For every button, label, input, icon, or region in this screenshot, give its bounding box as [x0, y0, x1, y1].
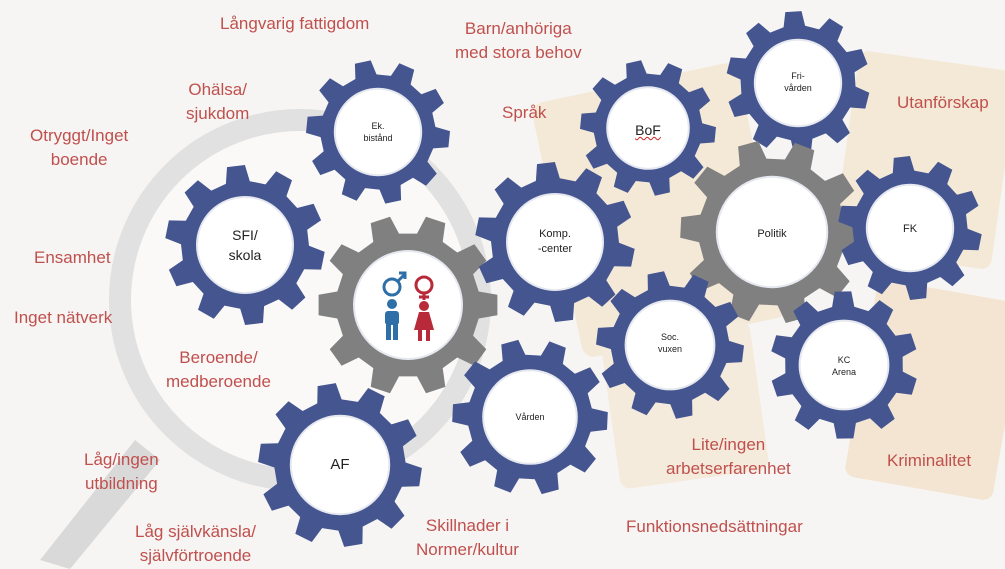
label-lag-sjalvkansla: Låg självkänsla/ självförtroende [135, 522, 256, 565]
gear-shape-bof-hub [606, 86, 690, 170]
gear-af: AF [330, 456, 350, 473]
label-otryggt: Otryggt/Inget boende [30, 126, 129, 169]
gear-shape-center [318, 216, 498, 394]
label-beroende: Beroende/ medberoende [166, 348, 271, 391]
gear-politik: Politik [757, 227, 787, 240]
gear-shape-af [258, 383, 422, 547]
gear-fk: FK [902, 222, 918, 235]
gear-bof: BoF [635, 122, 661, 138]
gear-shape-komp-center [475, 162, 635, 322]
gear-shape-varden-hub [482, 369, 578, 465]
gear-shape-varden [452, 339, 608, 495]
gear-shape-politik [680, 141, 864, 323]
gear-shape-soc-vuxen-hub [624, 299, 716, 391]
gear-shape-af-hub [289, 414, 391, 516]
label-lite-arbetserfarenhet: Lite/ingen arbetserfarenhet [666, 435, 791, 478]
label-funktionsnedsattningar: Funktionsnedsättningar [626, 517, 803, 536]
gear-shape-sfi-skola [165, 165, 325, 325]
gear-shape-soc-vuxen [596, 271, 744, 419]
male-female-symbols-icon [382, 271, 434, 341]
gear-shape-kc-arena-hub [798, 319, 890, 411]
label-ensamhet: Ensamhet [34, 248, 111, 267]
label-kriminalitet: Kriminalitet [887, 451, 972, 470]
gear-varden: Vården [515, 412, 545, 422]
label-barn-anhoriga: Barn/anhöriga med stora behov [455, 19, 582, 62]
label-lag-utbildning: Låg/ingen utbildning [84, 450, 159, 493]
label-utanforskap: Utanförskap [897, 93, 989, 112]
gear-shape-fk-hub [865, 183, 955, 273]
gear-frivarden: Fri- vården [784, 71, 812, 93]
gear-shape-fk [838, 156, 982, 300]
gear-shape-bof [580, 60, 716, 196]
gear-shape-kc-arena [771, 291, 917, 439]
gear-soc-vuxen: Soc. vuxen [657, 332, 683, 354]
gear-ek-bistand: Ek. bistånd [363, 121, 393, 143]
label-langvarig-fattigdom: Långvarig fattigdom [220, 14, 370, 33]
gear-shape-frivarden-hub [753, 38, 843, 128]
label-sprak: Språk [502, 103, 547, 122]
label-ohalsa: Ohälsa/ sjukdom [186, 80, 250, 123]
label-inget-natverk: Inget nätverk [14, 308, 113, 327]
male-icon [382, 271, 407, 340]
gear-shape-ek-bistand-hub [333, 87, 423, 177]
gear-komp-center: Komp. -center [537, 228, 573, 255]
gear-shape-frivarden [726, 11, 870, 155]
female-icon [414, 275, 434, 341]
gear-sfi-skola: SFI/ skola [228, 227, 262, 263]
gear-shape-sfi-skola-hub [196, 196, 294, 294]
gear-shape-politik-hub [715, 175, 829, 289]
gear-shape-ek-bistand [306, 60, 450, 204]
gear-shape-center-hub [353, 250, 463, 360]
label-skillnader: Skillnader i Normer/kultur [416, 516, 519, 559]
gear-kc-arena: KC Arena [831, 355, 857, 377]
gear-shape-komp-center-hub [506, 193, 604, 291]
